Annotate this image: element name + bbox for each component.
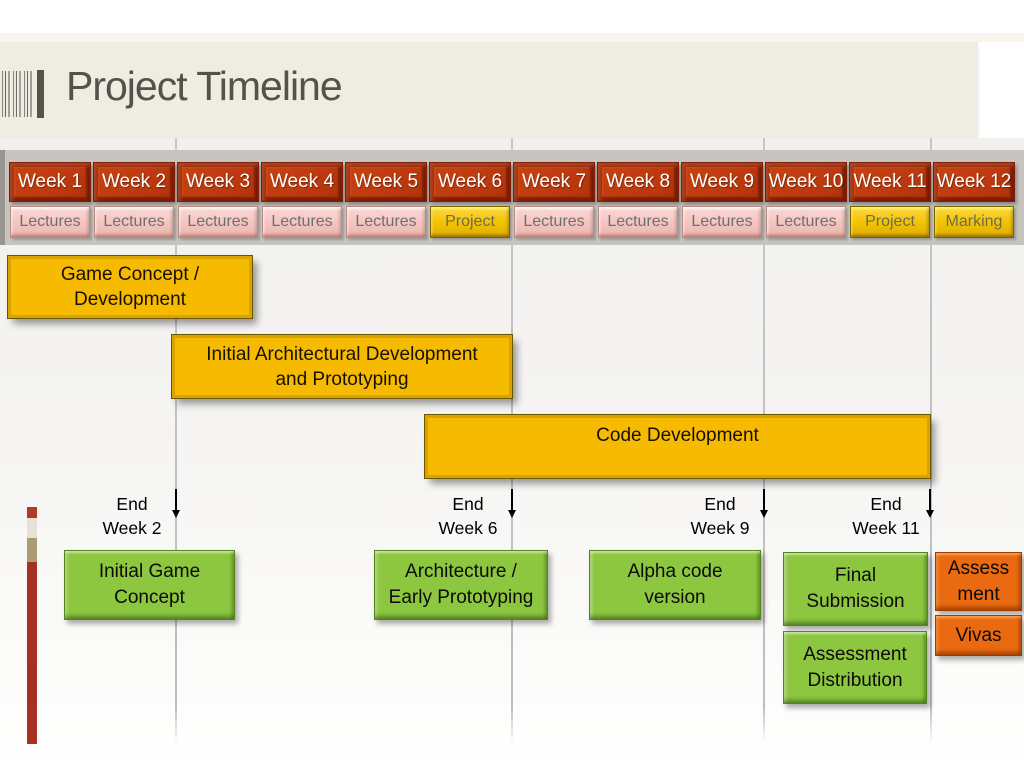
week-9-activity-lectures: Lectures (682, 206, 762, 238)
end-week-9-label: End Week 9 (690, 494, 750, 538)
week-10-activity-lectures: Lectures (766, 206, 846, 238)
week-11-header: Week 11 (849, 162, 931, 202)
header-band (0, 42, 978, 138)
header-top-strip (0, 33, 1024, 42)
milestone-vivas: Vivas (935, 615, 1022, 656)
week-8-activity-lectures: Lectures (598, 206, 678, 238)
week-3-activity-lectures: Lectures (178, 206, 258, 238)
week-11-activity-project: Project (850, 206, 930, 238)
accent-cream-block (27, 518, 37, 538)
accent-red-square (27, 507, 37, 518)
gridline-end-week-2 (175, 138, 177, 743)
week-6-activity-project: Project (430, 206, 510, 238)
end-week-6-arrow-icon (508, 489, 516, 518)
week-strip-left-edge (0, 150, 5, 245)
task-bar-game-concept: Game Concept / Development (7, 255, 253, 319)
milestone-assessment-distribution: Assessment Distribution (783, 631, 927, 704)
week-7-header: Week 7 (513, 162, 595, 202)
end-week-11-arrow-icon (926, 489, 934, 518)
week-6-header: Week 6 (429, 162, 511, 202)
end-week-6-label: End Week 6 (438, 494, 498, 538)
week-12-header: Week 12 (933, 162, 1015, 202)
week-8-header: Week 8 (597, 162, 679, 202)
barcode-stripes-icon (2, 71, 35, 117)
page-title: Project Timeline (66, 63, 343, 109)
end-week-2-arrow-icon (172, 489, 180, 518)
week-5-header: Week 5 (345, 162, 427, 202)
week-3-header: Week 3 (177, 162, 259, 202)
end-week-9-arrow-icon (760, 489, 768, 518)
week-12-activity-marking: Marking (934, 206, 1014, 238)
milestone-final-submission: Final Submission (783, 552, 928, 626)
week-1-header: Week 1 (9, 162, 91, 202)
barcode-bar-icon (37, 70, 44, 118)
end-week-2-label: End Week 2 (102, 494, 162, 538)
week-4-header: Week 4 (261, 162, 343, 202)
task-bar-initial-architecture: Initial Architectural Development and Pr… (171, 334, 513, 399)
week-2-header: Week 2 (93, 162, 175, 202)
gridline-end-week-11 (930, 138, 932, 743)
milestone-architecture-prototyping: Architecture / Early Prototyping (374, 550, 548, 620)
week-7-activity-lectures: Lectures (514, 206, 594, 238)
week-5-activity-lectures: Lectures (346, 206, 426, 238)
week-1-activity-lectures: Lectures (10, 206, 90, 238)
milestone-assessment: Assess ment (935, 552, 1022, 611)
milestone-alpha-code-version: Alpha code version (589, 550, 761, 620)
week-9-header: Week 9 (681, 162, 763, 202)
week-10-header: Week 10 (765, 162, 847, 202)
accent-tan-block (27, 538, 37, 562)
milestone-initial-game-concept: Initial Game Concept (64, 550, 235, 620)
week-2-activity-lectures: Lectures (94, 206, 174, 238)
week-4-activity-lectures: Lectures (262, 206, 342, 238)
end-week-11-label: End Week 11 (852, 494, 920, 538)
accent-red-bar (27, 562, 37, 744)
task-bar-code-development: Code Development (424, 414, 931, 479)
